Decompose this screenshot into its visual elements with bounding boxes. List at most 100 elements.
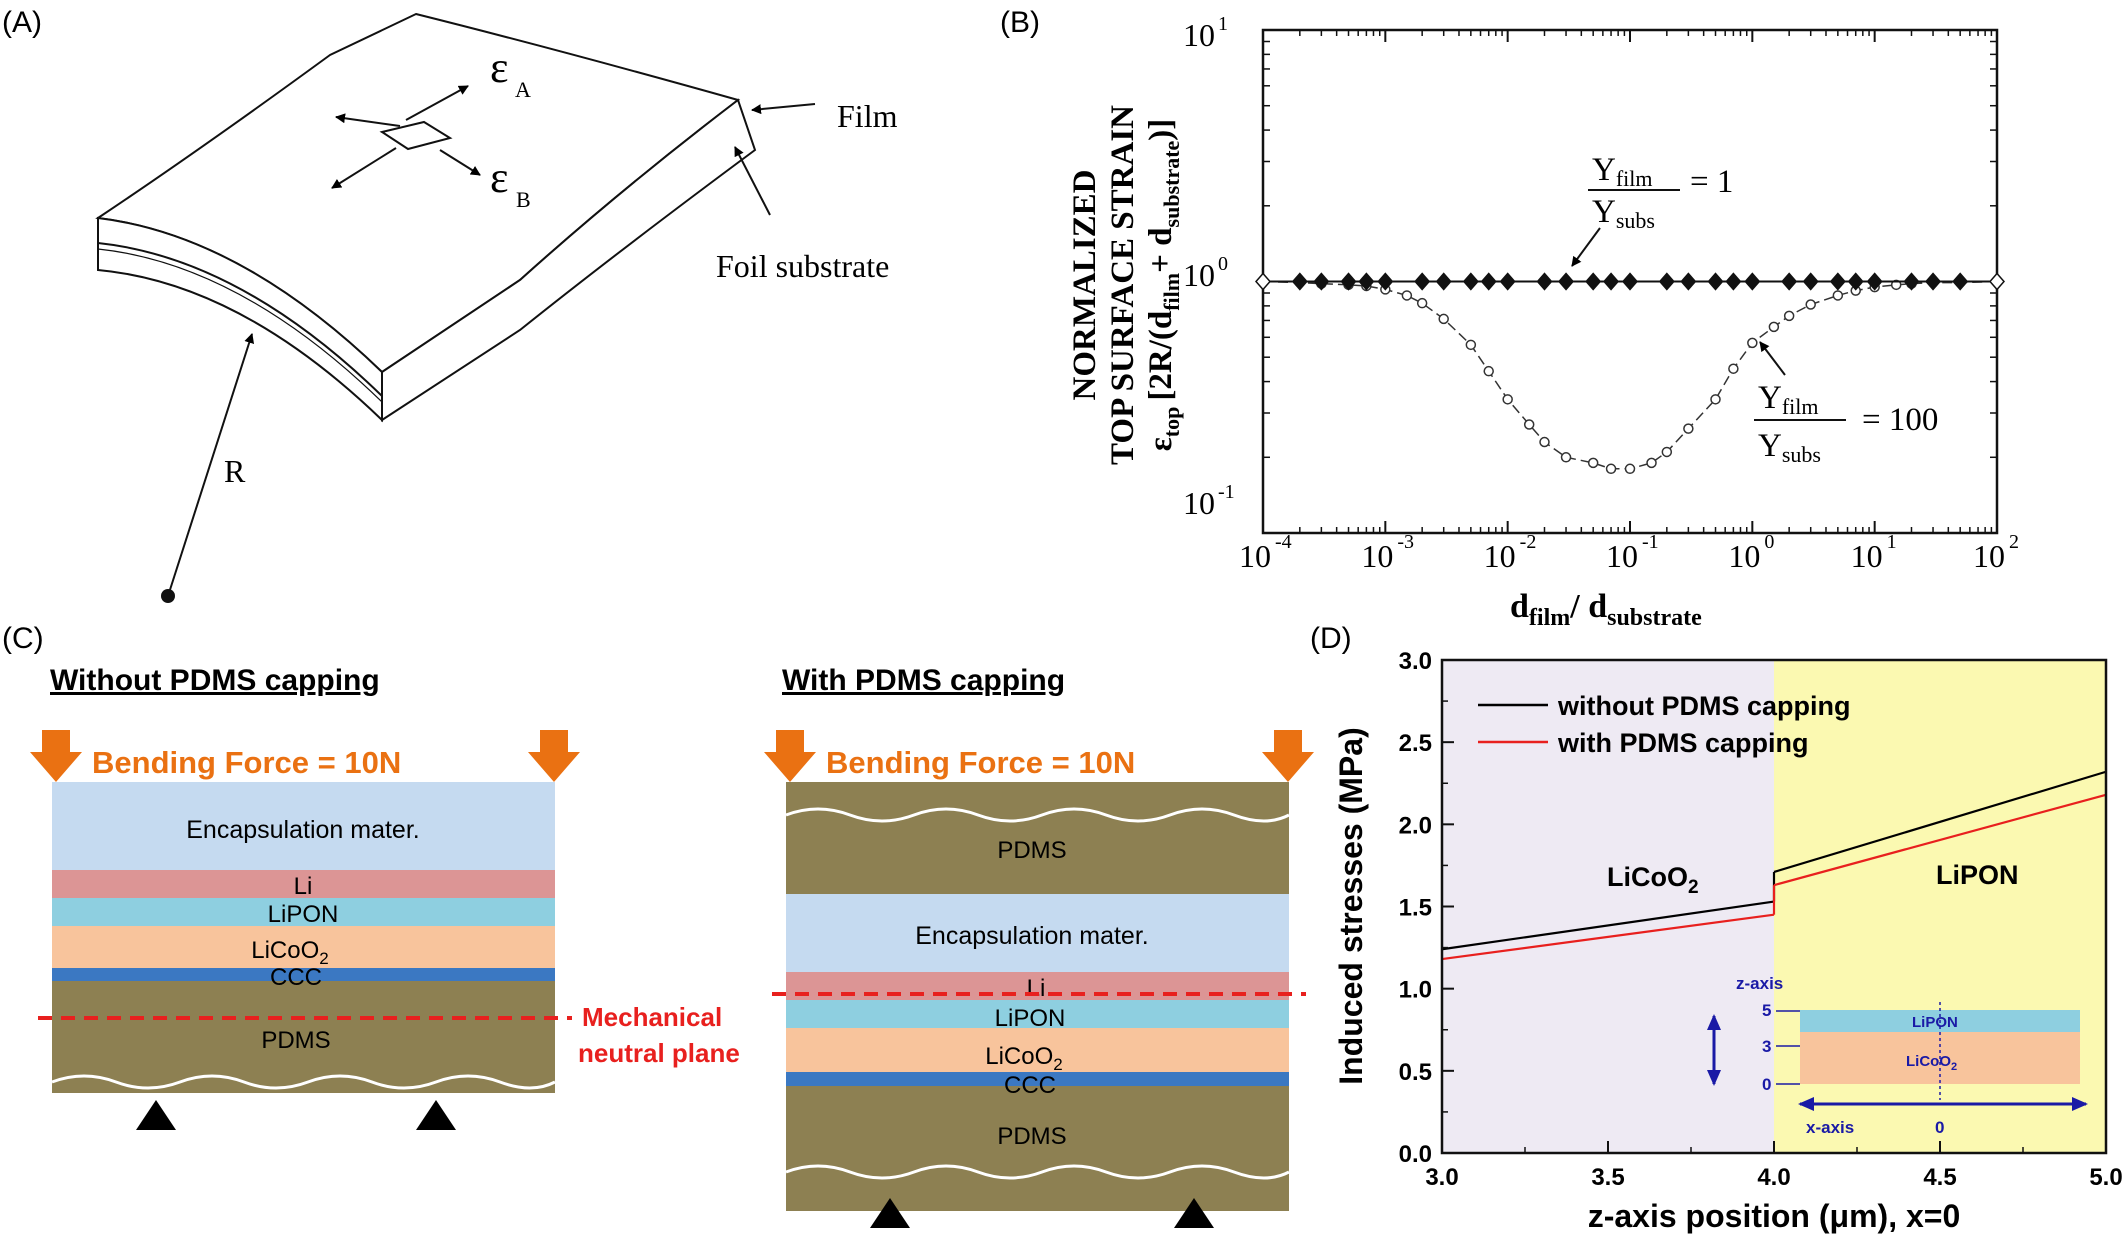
b-ylabel: NORMALIZED TOP SURFACE STRAIN εtop[2R/(d…: [1067, 105, 1184, 465]
eps-a-sub: A: [515, 77, 531, 102]
series-ratio-1-point: [1499, 272, 1516, 291]
panel-b-label: (B): [1000, 6, 1040, 39]
d-xtick-label: 5.0: [2089, 1164, 2122, 1191]
right-lipon-layer: [786, 1000, 1289, 1028]
arrow-eps-a: [405, 85, 469, 121]
d-series-1-segment: [1773, 793, 2107, 887]
inset-lipon-label: LiPON: [1912, 1014, 1958, 1031]
right-stack-title: With PDMS capping: [782, 664, 1065, 697]
annotation-ratio-100: Yfilm Ysubs = 100: [1754, 341, 1938, 467]
series-ratio-100-point: [1605, 463, 1617, 475]
ann2-denominator: Ysubs: [1758, 428, 1821, 467]
panel-a-label: (A): [2, 6, 42, 39]
b-xtick-label-exp: 0: [1764, 531, 1774, 553]
series-ratio-1-point: [1255, 272, 1271, 291]
series-ratio-100-point: [1587, 457, 1599, 469]
d-xtick-label: 3.0: [1425, 1164, 1458, 1191]
left-force-arrow-2: [528, 730, 580, 782]
d-ylabel: Induced stresses (MPa): [1333, 727, 1369, 1084]
b-xtick-label-exp: 2: [2009, 531, 2019, 553]
legend-label-with: with PDMS capping: [1557, 728, 1809, 758]
right-pdms-top-layer: [786, 782, 1289, 894]
d-ytick-label: 2.5: [1399, 730, 1432, 757]
series-ratio-100-point: [1832, 290, 1844, 301]
series-ratio-1-point: [1603, 272, 1620, 291]
left-force-label: Bending Force = 10N: [92, 745, 401, 780]
right-ccc-label: CCC: [1004, 1072, 1056, 1099]
right-licoo-label: LiCoO2: [985, 1043, 1063, 1074]
arrow-left: [335, 113, 401, 127]
series-ratio-100-point: [1416, 297, 1428, 309]
right-encap-label: Encapsulation mater.: [915, 922, 1148, 950]
b-ytick-bot: 10: [1183, 485, 1215, 521]
d-series-0-segment: [1773, 770, 2107, 874]
left-force-arrow-1: [30, 730, 82, 782]
left-lipon-label: LiPON: [268, 901, 339, 928]
series-ratio-1-point: [1829, 272, 1846, 291]
inset-ztick-3: 3: [1762, 1037, 1771, 1056]
neutral-label-2: neutral plane: [578, 1038, 740, 1068]
d-xtick-label: 3.5: [1591, 1164, 1624, 1191]
b-xtick-label: 10: [1973, 538, 2005, 574]
right-wave-bottom: [785, 1164, 1290, 1180]
d-ytick-label: 0.5: [1399, 1059, 1432, 1086]
film-layer-line: [97, 242, 383, 397]
series-ratio-100-point: [1783, 310, 1795, 322]
panel-d-label: (D): [1310, 622, 1352, 655]
b-ylabel-line1: NORMALIZED: [1067, 169, 1103, 400]
series-ratio-100-point: [1624, 463, 1636, 475]
b-xtick-label: 10: [1484, 538, 1516, 574]
inset-zaxis-label: z-axis: [1736, 974, 1783, 993]
d-ytick-label: 0.0: [1399, 1141, 1432, 1168]
series-ratio-100-point: [1646, 457, 1657, 469]
b-xtick-label-exp: -4: [1275, 531, 1292, 553]
right-licoo-layer: [786, 1028, 1289, 1072]
b-ylabel-line2: TOP SURFACE STRAIN: [1105, 105, 1141, 465]
b-xtick-label: 10: [1728, 538, 1760, 574]
b-xtick-label: 10: [1606, 538, 1638, 574]
d-lipon-label: LiPON: [1936, 860, 2019, 890]
ann2-arrow: [1759, 341, 1786, 376]
b-xtick-label-exp: -1: [1642, 531, 1659, 553]
inset-ztick-5: 5: [1762, 1001, 1771, 1020]
right-pdms-bottom-label: PDMS: [997, 1123, 1066, 1150]
series-ratio-100-point: [1661, 446, 1673, 458]
series-ratio-100-point: [1483, 365, 1494, 377]
left-lipon-layer: [52, 898, 555, 926]
right-li-label: Li: [1027, 975, 1046, 1002]
series-ratio-100-point: [1768, 321, 1780, 333]
series-ratio-1-point: [1414, 272, 1431, 291]
left-support-1: [136, 1100, 176, 1130]
d-ytick-label: 3.0: [1399, 648, 1432, 675]
series-ratio-1-point: [1558, 272, 1575, 291]
left-ccc-label: CCC: [270, 964, 322, 991]
series-ratio-1-point: [1847, 272, 1864, 291]
legend-label-without: without PDMS capping: [1557, 691, 1850, 721]
left-encap-label: Encapsulation mater.: [186, 816, 419, 844]
left-stack-title: Without PDMS capping: [50, 664, 380, 697]
series-ratio-100-point: [1683, 423, 1694, 434]
series-ratio-100-point: [1502, 394, 1513, 405]
inset-licoo-label: LiCoO2: [1906, 1053, 1957, 1073]
series-ratio-1-point: [1952, 272, 1969, 291]
d-xtick-label: 4.0: [1757, 1164, 1790, 1191]
arrow-eps-b: [439, 149, 481, 176]
eps-a-symbol: ε: [490, 43, 508, 92]
right-pdms-bottom-layer: [786, 1086, 1289, 1211]
panel-c-label: (C): [2, 622, 44, 655]
left-wave: [51, 1074, 556, 1090]
left-support-2: [416, 1100, 456, 1130]
right-force-label: Bending Force = 10N: [826, 745, 1135, 780]
d-xlabel: z-axis position (μm), x=0: [1588, 1198, 1961, 1234]
series-ratio-100-point: [1539, 436, 1550, 448]
right-pdms-top-label: PDMS: [997, 837, 1066, 864]
plot-b-ticks: [1262, 29, 1998, 534]
b-ytick-top: 10: [1183, 17, 1215, 53]
b-ytick-mid-exp: 0: [1218, 253, 1228, 275]
ann2-numerator: Yfilm: [1758, 380, 1819, 419]
series-ratio-1-point: [1313, 272, 1330, 291]
left-ccc-layer: [52, 968, 555, 981]
